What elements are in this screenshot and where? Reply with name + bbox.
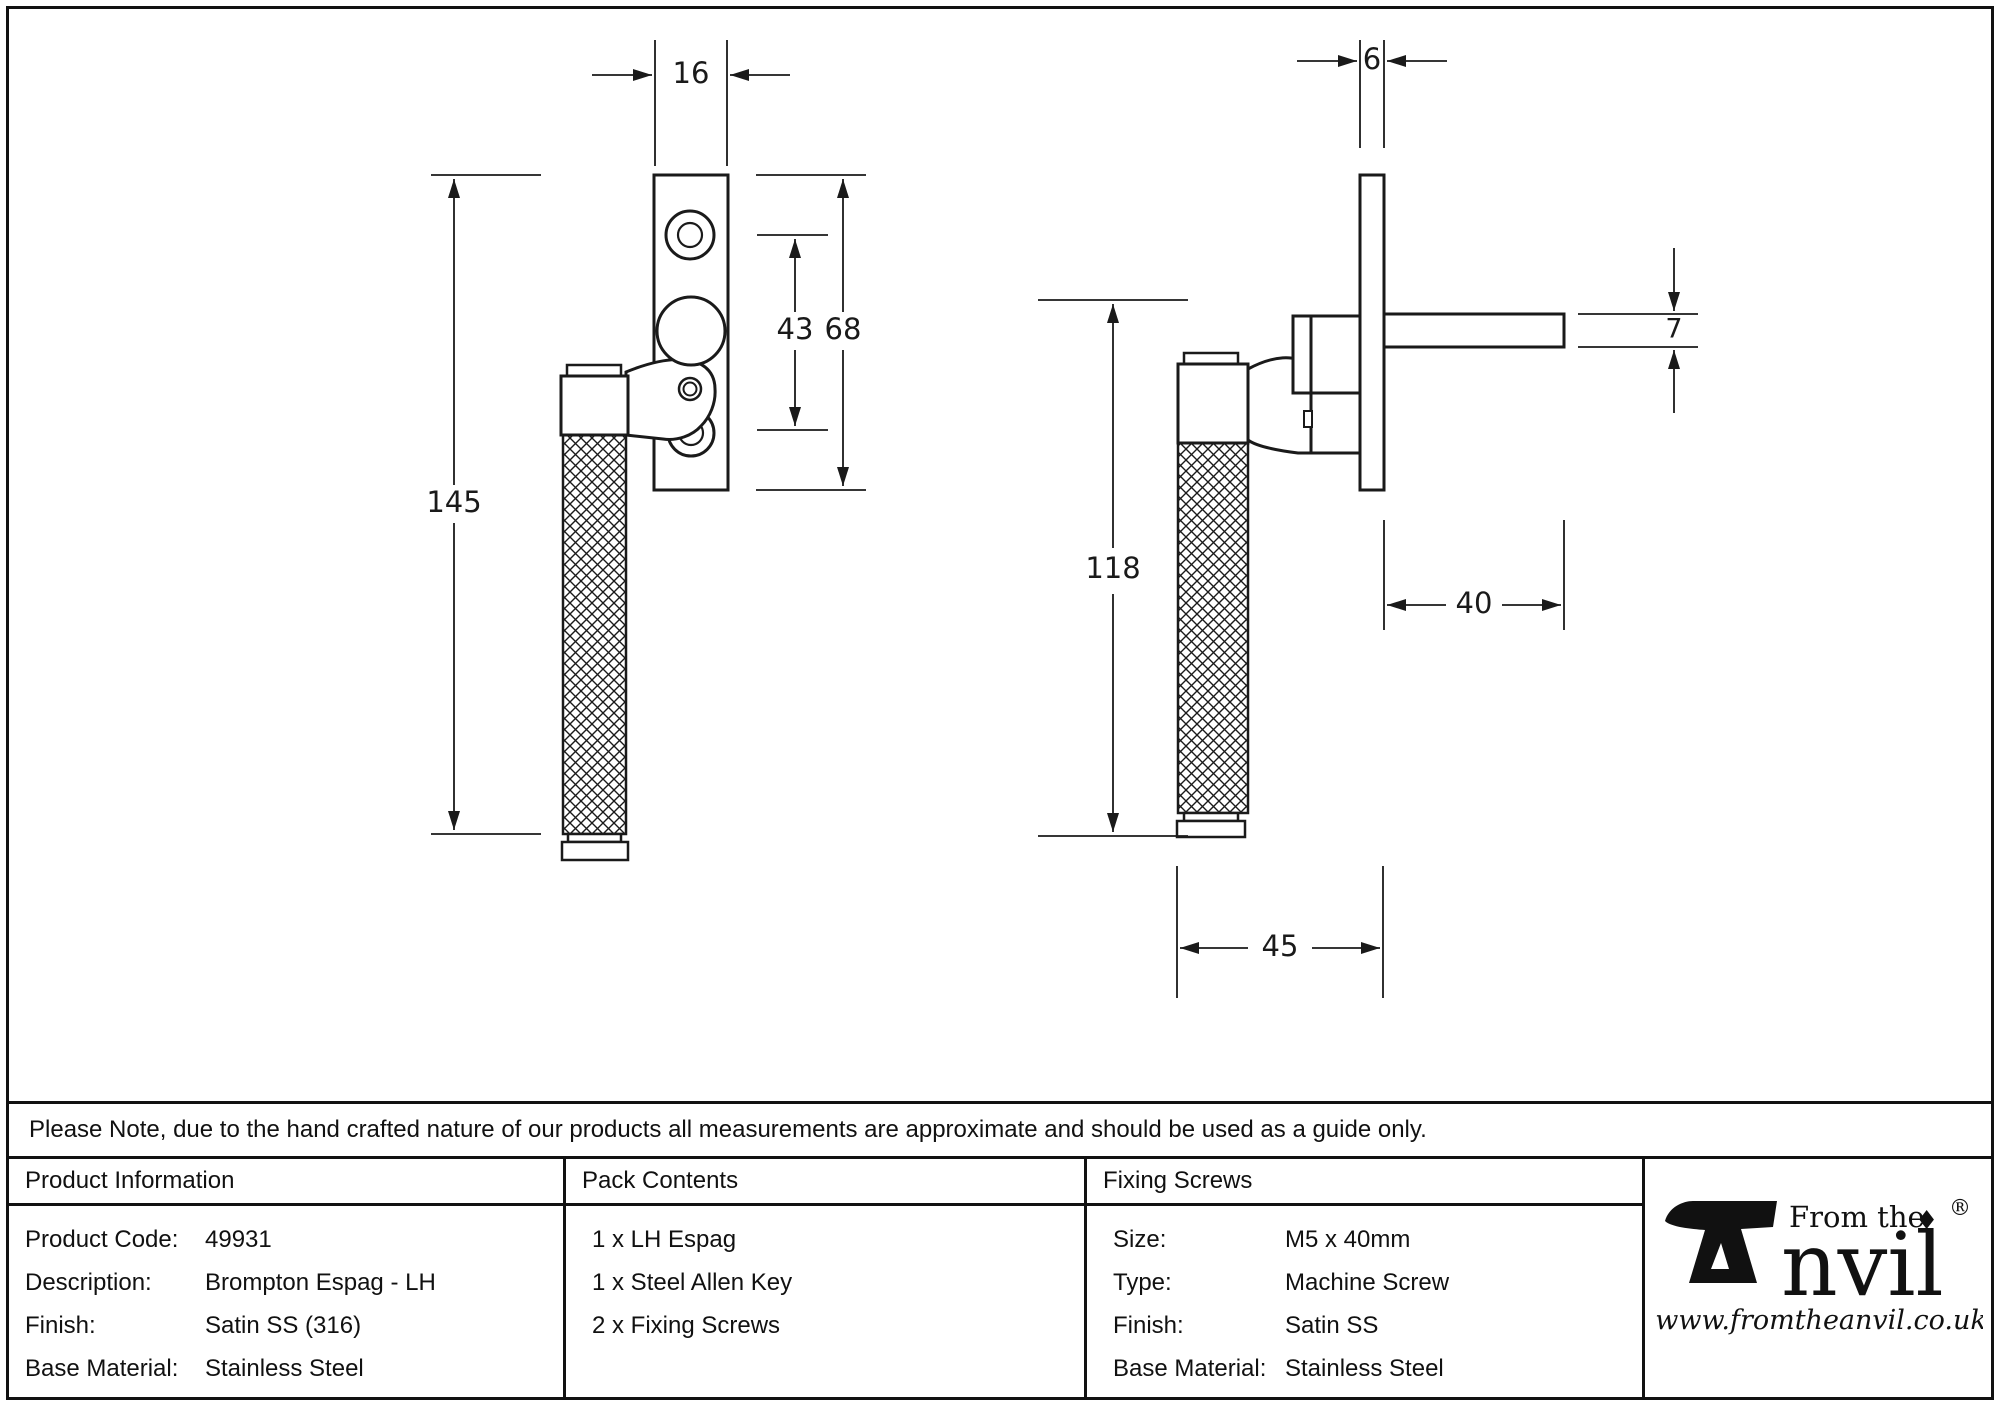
dim-plate-height: 68 bbox=[825, 312, 862, 346]
front-view-dimensions bbox=[431, 40, 866, 835]
side-view-dimensions bbox=[1038, 40, 1698, 998]
side-neck-detail bbox=[1303, 410, 1313, 428]
front-view-dim-labels: 16 145 43 68 bbox=[426, 56, 861, 519]
dim-spindle-length: 40 bbox=[1456, 586, 1493, 620]
side-handle-knurl bbox=[1176, 441, 1250, 815]
front-pivot-ring-inner bbox=[682, 381, 698, 397]
list-item: 1 x Steel Allen Key bbox=[592, 1269, 793, 1296]
row-value: Brompton Espag - LH bbox=[205, 1269, 436, 1296]
dim-handle-length: 118 bbox=[1085, 551, 1140, 585]
note-row: Please Note, due to the hand crafted nat… bbox=[9, 1101, 1991, 1159]
row-label: Size: bbox=[1113, 1226, 1167, 1253]
front-view bbox=[559, 173, 730, 862]
table-row: Size: M5 x 40mm bbox=[1113, 1218, 1642, 1261]
dim-spindle-size: 7 bbox=[1665, 314, 1682, 345]
pack-contents-column: Pack Contents 1 x LH Espag 1 x Steel All… bbox=[566, 1159, 1087, 1397]
logo-url: www.fromtheanvil.co.uk bbox=[1655, 1305, 1983, 1336]
side-view-dim-labels: 6 7 40 118 45 bbox=[1085, 42, 1682, 963]
from-the-anvil-logo: From the ♦ nvil ® www.fromtheanvil.co.uk bbox=[1653, 1177, 1987, 1352]
pack-contents-header: Pack Contents bbox=[566, 1159, 1084, 1206]
row-value: Satin SS bbox=[1285, 1312, 1379, 1339]
row-label: Finish: bbox=[25, 1312, 96, 1339]
sheet-border: 16 145 43 68 bbox=[6, 6, 1994, 1400]
technical-drawing: 16 145 43 68 bbox=[426, 40, 1698, 998]
side-handle-endcap bbox=[1175, 819, 1247, 839]
row-value: Stainless Steel bbox=[205, 1355, 364, 1382]
row-label: Base Material: bbox=[1113, 1355, 1267, 1382]
front-knob bbox=[655, 295, 727, 367]
row-label: Base Material: bbox=[25, 1355, 179, 1382]
logo-tagline: From the bbox=[1789, 1200, 1925, 1234]
row-value: Machine Screw bbox=[1285, 1269, 1450, 1296]
anvil-icon bbox=[1665, 1200, 1777, 1283]
list-item: 2 x Fixing Screws bbox=[592, 1312, 781, 1339]
dim-overall-length: 145 bbox=[426, 485, 481, 519]
row-value: M5 x 40mm bbox=[1285, 1226, 1411, 1253]
row-label: Finish: bbox=[1113, 1312, 1184, 1339]
registered-mark: ® bbox=[1949, 1196, 1971, 1221]
front-handle-endcap bbox=[560, 840, 630, 862]
row-value: 49931 bbox=[205, 1226, 272, 1253]
row-label: Type: bbox=[1113, 1269, 1172, 1296]
dim-projection: 45 bbox=[1262, 929, 1299, 963]
front-handle-knurl bbox=[561, 433, 628, 836]
front-top-screw-inner bbox=[676, 221, 704, 249]
logo-diamond: ♦ bbox=[1915, 1206, 1938, 1236]
table-row: Type: Machine Screw bbox=[1113, 1261, 1642, 1304]
side-handle-block bbox=[1176, 362, 1250, 445]
side-handle-collar bbox=[1182, 351, 1240, 366]
row-value: Satin SS (316) bbox=[205, 1312, 362, 1339]
front-handle-collar bbox=[565, 363, 623, 378]
note-text: Please Note, due to the hand crafted nat… bbox=[29, 1116, 1427, 1143]
dim-plate-thickness: 6 bbox=[1363, 42, 1381, 76]
dim-hole-spacing: 43 bbox=[777, 312, 814, 346]
side-backplate bbox=[1358, 173, 1386, 492]
row-value: Stainless Steel bbox=[1285, 1355, 1444, 1382]
front-handle-block bbox=[559, 374, 630, 437]
product-info-column: Product Information Product Code: 49931 … bbox=[9, 1159, 566, 1397]
table-row: Product Code: 49931 bbox=[25, 1218, 563, 1261]
table-row: Description: Brompton Espag - LH bbox=[25, 1261, 563, 1304]
logo-name: nvil bbox=[1781, 1213, 1944, 1316]
product-info-header: Product Information bbox=[9, 1159, 563, 1206]
side-spindle bbox=[1382, 312, 1566, 349]
row-label: Product Code: bbox=[25, 1226, 179, 1253]
fixing-screws-header: Fixing Screws bbox=[1087, 1159, 1642, 1206]
side-view bbox=[1175, 173, 1566, 839]
list-item: 1 x LH Espag bbox=[592, 1226, 737, 1253]
dim-plate-width: 16 bbox=[673, 56, 710, 90]
side-neck-lower bbox=[1309, 391, 1362, 455]
anvil-logo-graphic: From the ♦ nvil ® www.fromtheanvil.co.uk bbox=[1655, 1196, 1987, 1336]
table-row: Finish: Satin SS bbox=[1113, 1304, 1642, 1347]
table-row: Finish: Satin SS (316) bbox=[25, 1304, 563, 1347]
table-row: Base Material: Stainless Steel bbox=[25, 1347, 563, 1390]
table-row: Base Material: Stainless Steel bbox=[1113, 1347, 1642, 1390]
fixing-screws-column: Fixing Screws Size: M5 x 40mm Type: Mach… bbox=[1087, 1159, 1645, 1397]
info-table: Product Information Product Code: 49931 … bbox=[9, 1159, 1991, 1397]
brand-logo-cell: From the ♦ nvil ® www.fromtheanvil.co.uk bbox=[1645, 1159, 1991, 1397]
side-neck-upper bbox=[1291, 314, 1362, 395]
row-label: Description: bbox=[25, 1269, 152, 1296]
